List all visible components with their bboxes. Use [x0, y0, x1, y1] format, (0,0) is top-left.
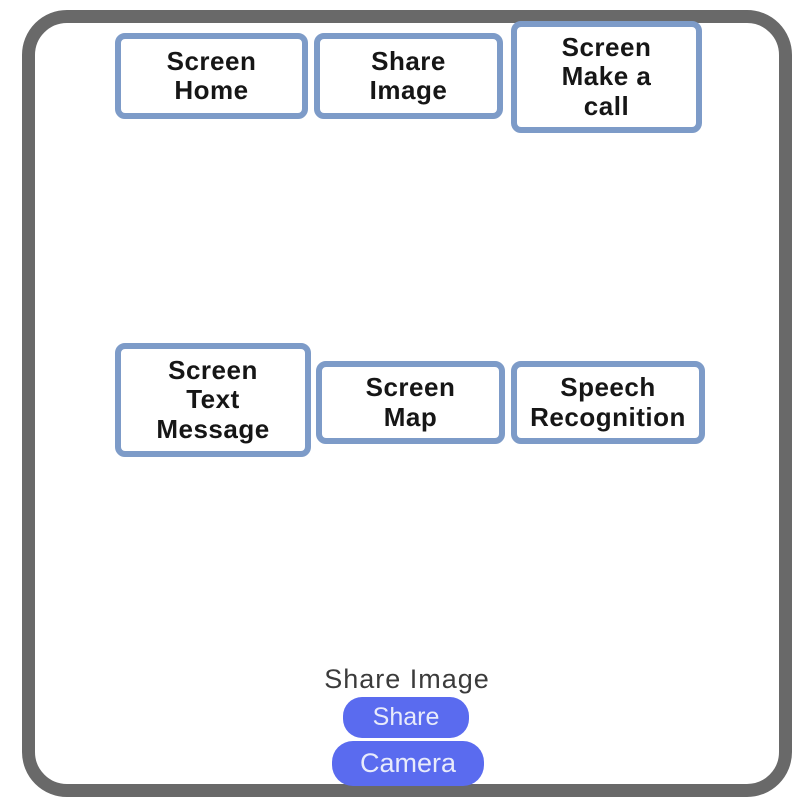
nav-button-screen-map[interactable]: Screen Map: [316, 361, 505, 444]
nav-button-speech-recognition[interactable]: Speech Recognition: [511, 361, 705, 444]
nav-button-label: Screen Text Message: [156, 355, 270, 444]
camera-button[interactable]: Camera: [332, 741, 484, 786]
nav-button-screen-make-a-call[interactable]: Screen Make a call: [511, 21, 702, 133]
share-button[interactable]: Share: [343, 697, 469, 738]
nav-button-screen-home[interactable]: Screen Home: [115, 33, 308, 119]
nav-button-label: Screen Make a call: [561, 32, 652, 121]
nav-button-share-image[interactable]: Share Image: [314, 33, 503, 119]
nav-button-label: Share Image: [369, 45, 448, 105]
nav-button-screen-text-message[interactable]: Screen Text Message: [115, 343, 311, 457]
share-image-panel-title: Share Image: [324, 664, 490, 694]
nav-button-label: Screen Map: [365, 372, 456, 432]
nav-button-label: Screen Home: [166, 45, 257, 105]
nav-button-label: Speech Recognition: [530, 372, 686, 432]
